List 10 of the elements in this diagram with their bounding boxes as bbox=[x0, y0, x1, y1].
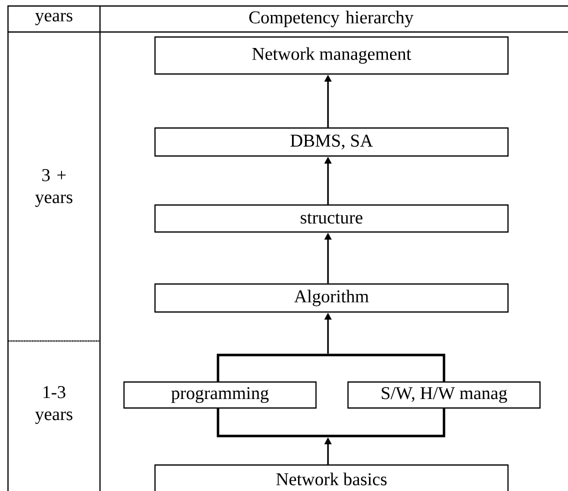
level-box: Network basics bbox=[154, 464, 509, 491]
level-box: DBMS, SA bbox=[154, 127, 509, 157]
level-box: Network management bbox=[154, 36, 509, 75]
row-header: 3 + years bbox=[35, 169, 72, 207]
level-box: structure bbox=[154, 204, 509, 233]
column-header: years bbox=[35, 12, 72, 26]
level-box: Algorithm bbox=[154, 283, 509, 313]
row-header: 1-3 years bbox=[35, 386, 72, 424]
level-box: S/W, H/W manag bbox=[347, 381, 541, 409]
level-box: programming bbox=[123, 381, 317, 409]
